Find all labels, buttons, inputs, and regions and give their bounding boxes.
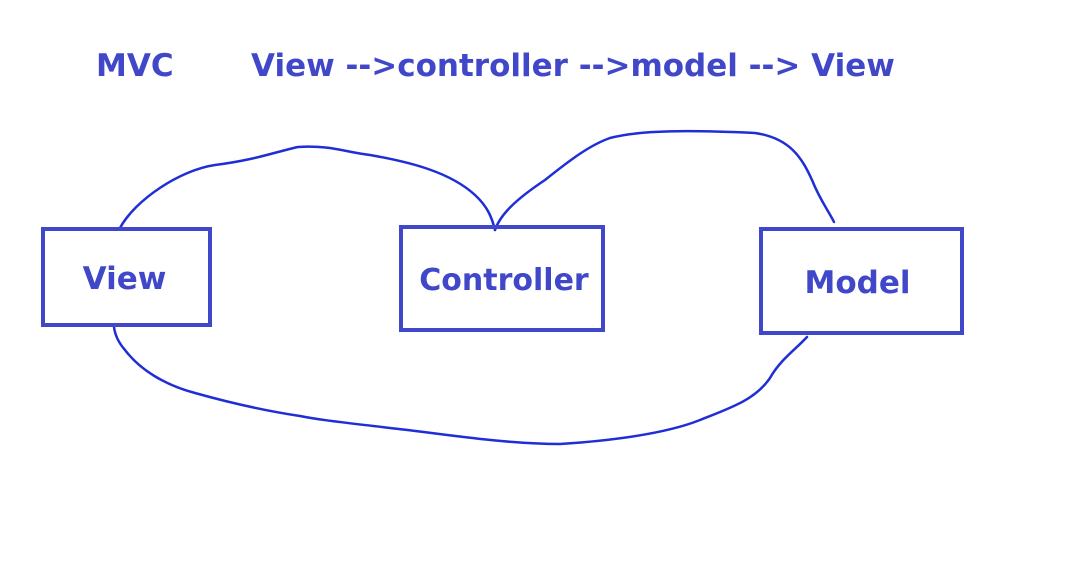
node-view-label: View xyxy=(82,260,167,297)
node-controller-label: Controller xyxy=(419,262,589,298)
node-controller: Controller xyxy=(399,225,605,332)
flow-description: View -->controller -->model --> View xyxy=(251,48,895,84)
node-model: Model xyxy=(759,227,964,335)
node-model-label: Model xyxy=(804,264,911,301)
node-view: View xyxy=(41,227,212,327)
edge-view-to-controller xyxy=(118,145,497,232)
edge-controller-to-model xyxy=(493,129,836,232)
diagram-title: MVC xyxy=(96,48,174,84)
edge-model-to-view xyxy=(112,325,809,446)
